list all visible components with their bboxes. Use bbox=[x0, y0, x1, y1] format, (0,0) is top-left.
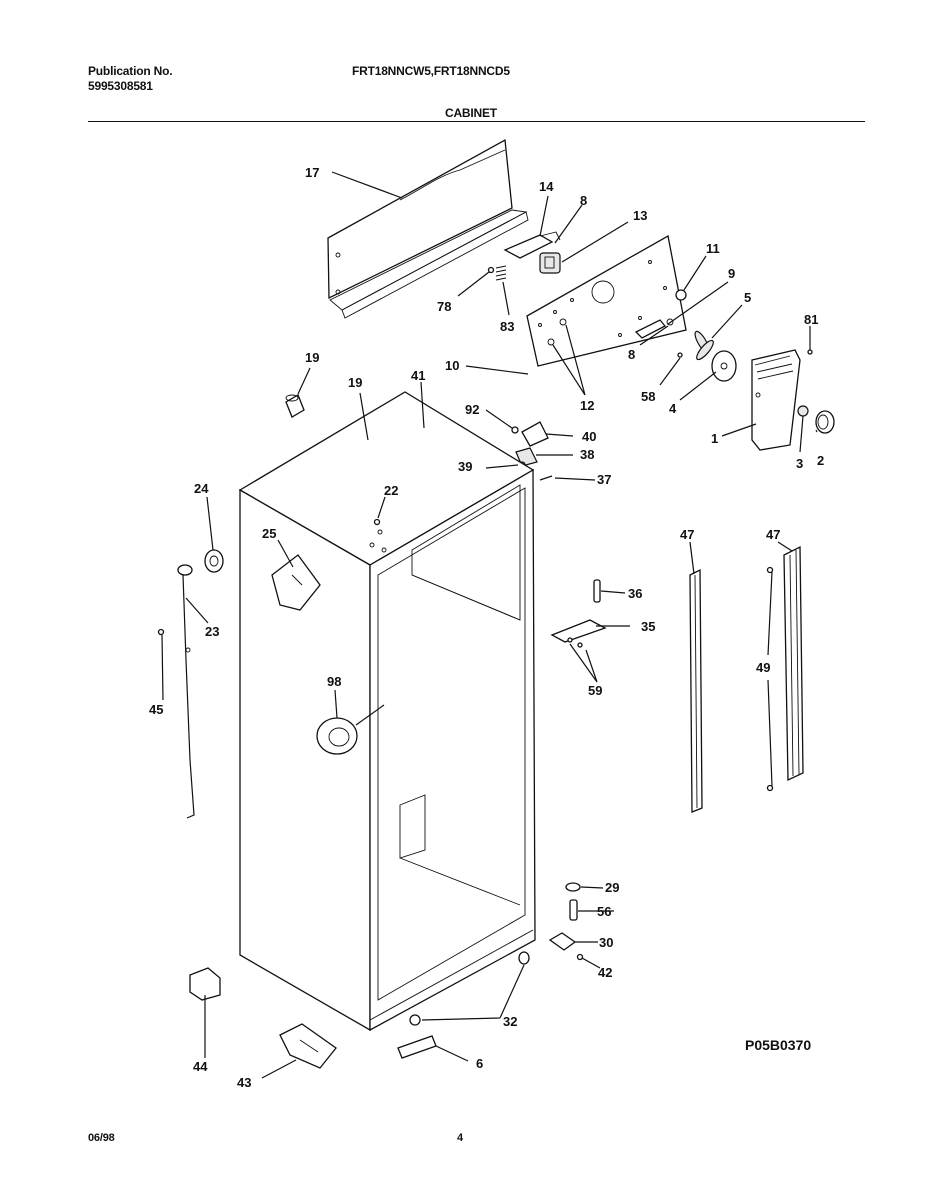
publication-number: 5995308581 bbox=[88, 79, 153, 93]
callout-49: 49 bbox=[756, 660, 770, 675]
callout-42: 42 bbox=[598, 965, 612, 980]
part-92-screw bbox=[511, 426, 519, 434]
model-numbers: FRT18NNCW5,FRT18NNCD5 bbox=[352, 64, 510, 78]
callout-38: 38 bbox=[580, 447, 594, 462]
part-13-switch bbox=[539, 252, 561, 274]
part-17-top-panel bbox=[327, 138, 529, 319]
callout-58: 58 bbox=[641, 389, 655, 404]
callout-4: 4 bbox=[669, 401, 677, 416]
part-30-bracket bbox=[548, 932, 577, 951]
callout-17: 17 bbox=[305, 165, 319, 180]
callout-14: 14 bbox=[539, 179, 554, 194]
callout-39: 39 bbox=[458, 459, 472, 474]
diagram-code: P05B0370 bbox=[745, 1037, 811, 1053]
part-44-roller-bracket bbox=[189, 967, 221, 1001]
callout-6: 6 bbox=[476, 1056, 483, 1071]
part-43-leveler bbox=[279, 1023, 337, 1069]
part-35-hinge bbox=[550, 619, 607, 643]
callout-2: 2 bbox=[817, 453, 824, 468]
part-9-bracket bbox=[634, 318, 674, 339]
callout-59: 59 bbox=[588, 683, 602, 698]
part-37-pin bbox=[539, 475, 553, 481]
part-36-hinge-pin bbox=[593, 579, 601, 603]
section-title: CABINET bbox=[445, 106, 497, 120]
callout-labels: 17 14 8 13 78 83 11 9 5 81 10 12 8 58 4 … bbox=[149, 165, 824, 1090]
part-81-screw bbox=[807, 349, 813, 355]
callout-30: 30 bbox=[599, 935, 613, 950]
callout-35: 35 bbox=[641, 619, 655, 634]
callout-83: 83 bbox=[500, 319, 514, 334]
part-42-screw bbox=[576, 953, 584, 961]
part-47-seal-strip-a bbox=[689, 568, 703, 813]
callout-56: 56 bbox=[597, 904, 611, 919]
part-32-plug-a bbox=[518, 951, 530, 965]
callout-23: 23 bbox=[205, 624, 219, 639]
callout-11: 11 bbox=[706, 241, 720, 256]
part-19-cap bbox=[285, 394, 305, 418]
callout-19: 19 bbox=[348, 375, 362, 390]
callout-40: 40 bbox=[582, 429, 596, 444]
callout-92: 92 bbox=[465, 402, 479, 417]
part-49-screw-a bbox=[766, 566, 774, 574]
callout-5: 5 bbox=[744, 290, 751, 305]
part-47-seal-strip-b bbox=[783, 545, 804, 782]
part-5-fan-blade bbox=[694, 330, 714, 361]
header-rule bbox=[88, 121, 865, 122]
part-23-hinge-rod bbox=[177, 564, 195, 819]
footer-date: 06/98 bbox=[88, 1132, 115, 1144]
part-83-spring bbox=[495, 265, 507, 281]
cabinet-body bbox=[238, 391, 536, 1032]
part-59-screw-b bbox=[577, 642, 583, 648]
callout-98: 98 bbox=[327, 674, 341, 689]
part-56-pin bbox=[569, 899, 578, 921]
callout-81: 81 bbox=[804, 312, 818, 327]
part-11-grommet bbox=[675, 289, 687, 301]
callout-3: 3 bbox=[796, 456, 803, 471]
part-2-knob bbox=[815, 410, 835, 434]
publication-label: Publication No. bbox=[88, 64, 173, 78]
callout-44: 44 bbox=[193, 1059, 208, 1074]
callout-47: 47 bbox=[766, 527, 780, 542]
part-4-fan-motor-plate bbox=[711, 350, 737, 382]
callout-78: 78 bbox=[437, 299, 451, 314]
callout-25: 25 bbox=[262, 526, 276, 541]
part-25-drain-trough bbox=[271, 554, 321, 611]
callout-22: 22 bbox=[384, 483, 398, 498]
callout-41: 41 bbox=[411, 368, 425, 383]
callout-8: 8 bbox=[580, 193, 587, 208]
part-29-washer bbox=[565, 882, 581, 892]
part-22-screw bbox=[373, 518, 381, 526]
callout-1: 1 bbox=[711, 431, 718, 446]
part-58-screw bbox=[677, 352, 683, 358]
part-49-screw-b bbox=[766, 784, 774, 792]
callout-13: 13 bbox=[633, 208, 647, 223]
callout-29: 29 bbox=[605, 880, 619, 895]
callout-19: 19 bbox=[305, 350, 319, 365]
part-78-screw bbox=[487, 266, 495, 274]
callout-9: 9 bbox=[728, 266, 735, 281]
callout-37: 37 bbox=[597, 472, 611, 487]
part-32-plug-b bbox=[409, 1014, 421, 1026]
part-6-toe-grille bbox=[397, 1035, 437, 1059]
part-3-knob-shaft bbox=[797, 405, 809, 453]
part-45-screw bbox=[157, 628, 165, 636]
part-59-screw-a bbox=[567, 637, 573, 643]
part-40-38-hinge bbox=[515, 421, 549, 467]
part-1-control-housing bbox=[751, 349, 801, 451]
callout-8: 8 bbox=[628, 347, 635, 362]
callout-47: 47 bbox=[680, 527, 694, 542]
callout-12: 12 bbox=[580, 398, 594, 413]
callout-36: 36 bbox=[628, 586, 642, 601]
callout-32: 32 bbox=[503, 1014, 517, 1029]
callout-10: 10 bbox=[445, 358, 459, 373]
part-24-grommet bbox=[204, 549, 224, 573]
footer-page-number: 4 bbox=[457, 1132, 463, 1144]
callout-24: 24 bbox=[194, 481, 209, 496]
callout-45: 45 bbox=[149, 702, 163, 717]
leader-lines bbox=[161, 171, 818, 1079]
callout-43: 43 bbox=[237, 1075, 251, 1090]
